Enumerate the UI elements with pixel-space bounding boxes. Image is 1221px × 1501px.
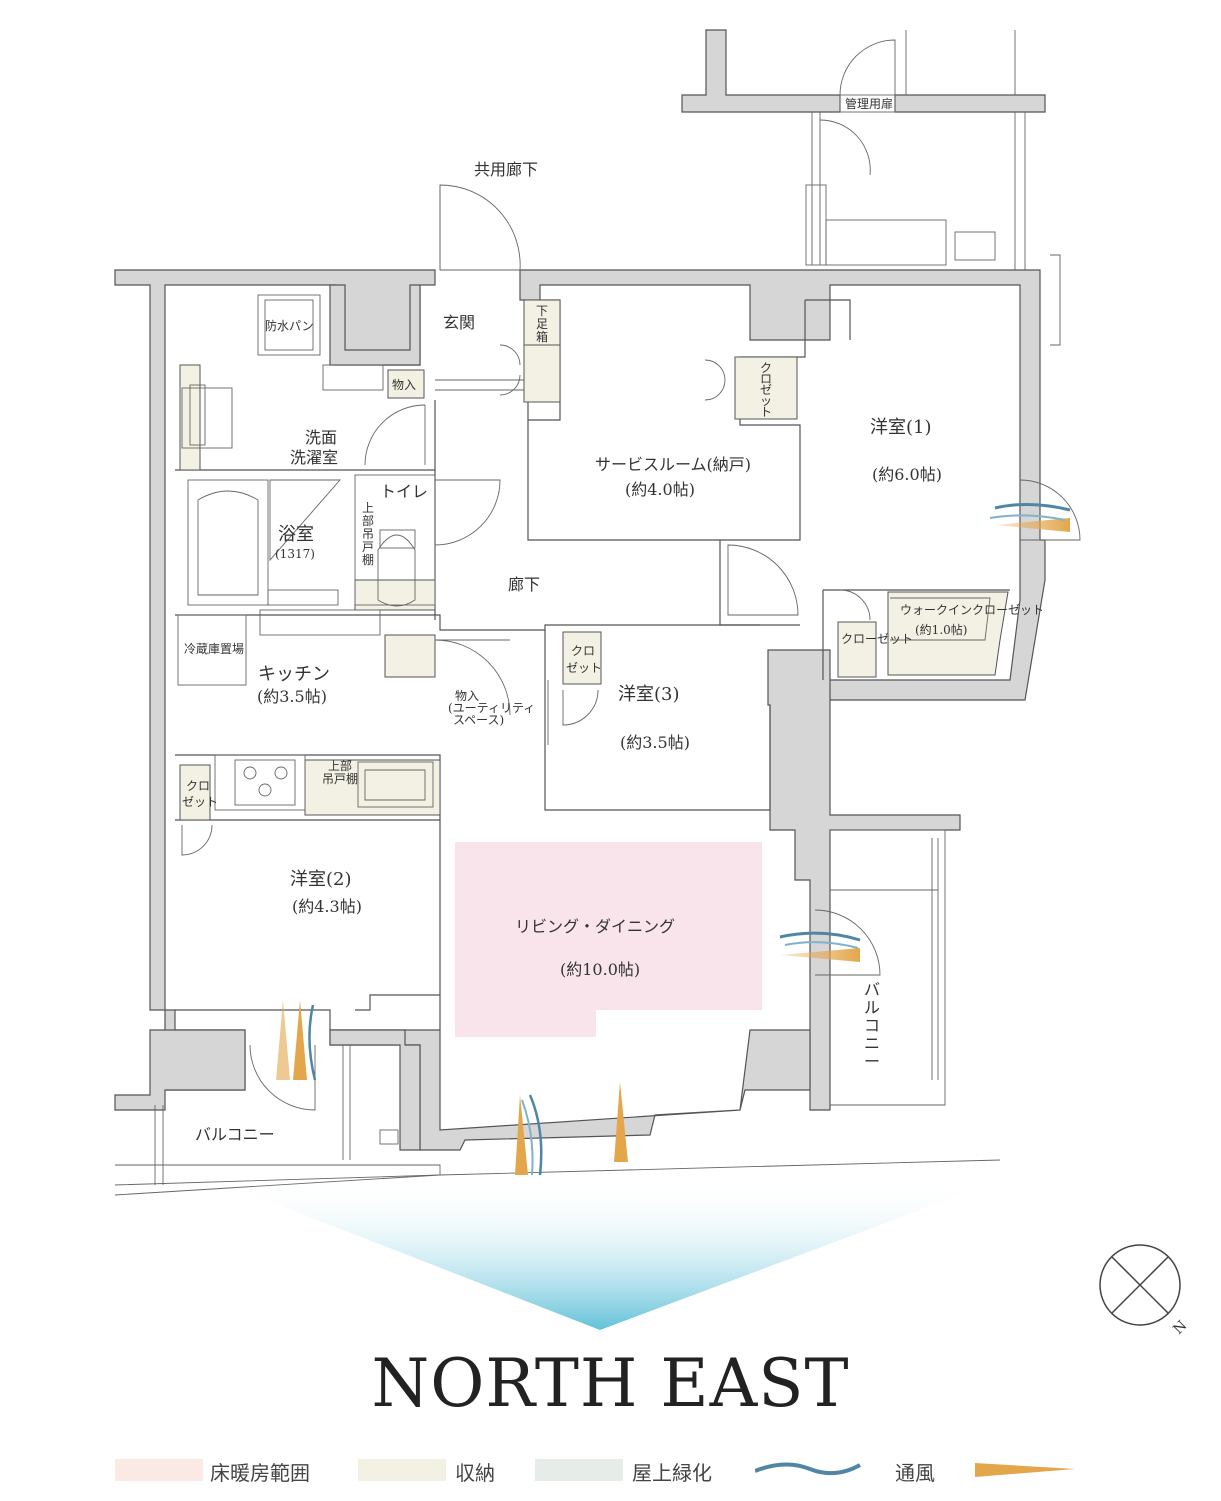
closet-western1-label: クローゼット bbox=[841, 632, 913, 646]
toilet-cabinet-char-1: 上 bbox=[362, 501, 374, 515]
toilet-cabinet-char-3: 吊 bbox=[362, 527, 374, 541]
kitchen-cabinet-label-2: 吊戸棚 bbox=[322, 771, 358, 786]
legend-swatch-storage bbox=[358, 1459, 446, 1481]
legend-wind-arrow-icon bbox=[975, 1463, 1075, 1477]
hallway-label: 廊下 bbox=[508, 575, 540, 594]
toilet-cabinet-char-4: 戸 bbox=[362, 540, 374, 554]
fridge-space-label: 冷蔵庫置場 bbox=[184, 642, 244, 656]
closet-top-char-2: ロ bbox=[760, 372, 772, 386]
exterior-walls bbox=[114, 269, 1046, 1151]
legend: 床暖房範囲 収納 屋上緑化 通風 bbox=[0, 1455, 1221, 1485]
legend-swatch-floor-heating bbox=[115, 1459, 203, 1481]
utility-storage-label: 物入 bbox=[455, 689, 479, 703]
western-room-3-label: 洋室(3) bbox=[618, 684, 680, 705]
closet-western2-line-1: クロ bbox=[186, 779, 210, 793]
compass-north-label: N bbox=[1170, 1318, 1190, 1338]
balcony-side-char-3: コ bbox=[864, 1016, 880, 1035]
washroom-label-2: 洗濯室 bbox=[290, 448, 338, 467]
service-room-area: (約4.0帖) bbox=[625, 480, 695, 499]
closet-western3-line-2: ゼット bbox=[566, 661, 602, 675]
closet-top-char-5: ト bbox=[760, 405, 772, 419]
legend-swatch-rooftop-greening bbox=[535, 1459, 623, 1481]
walk-in-closet-label: ウォークインクローゼット bbox=[900, 603, 1044, 617]
living-dining-area: (約10.0帖) bbox=[560, 960, 640, 979]
legend-label-rooftop-greening: 屋上緑化 bbox=[632, 1461, 712, 1485]
kitchen-label: キッチン bbox=[258, 664, 330, 685]
balcony-side-char-1: バ bbox=[864, 980, 880, 999]
compass: N bbox=[1099, 1244, 1190, 1338]
toilet-cabinet-char-2: 部 bbox=[362, 513, 374, 528]
storage-units bbox=[179, 299, 1009, 821]
balcony-side-char-2: ル bbox=[864, 998, 880, 1017]
balcony-side-char-5: ー bbox=[864, 1052, 880, 1071]
kitchen-cabinet-label-1: 上部 bbox=[328, 758, 352, 773]
shoe-box-char-3: 箱 bbox=[536, 329, 548, 344]
legend-wind-icon bbox=[755, 1462, 861, 1476]
closet-top-char-1: ク bbox=[760, 361, 772, 375]
bathroom-label: 浴室 bbox=[278, 524, 314, 545]
storage-washroom-label: 物入 bbox=[392, 378, 416, 392]
western-room-2-area: (約4.3帖) bbox=[292, 897, 362, 916]
doors bbox=[181, 184, 1081, 1111]
floor-heating-area bbox=[455, 842, 762, 1037]
management-room-label: 管理用扉 bbox=[845, 96, 893, 111]
western-room-1-label: 洋室(1) bbox=[870, 417, 932, 438]
western-room-2-label: 洋室(2) bbox=[290, 869, 352, 890]
shoe-box-char-2: 足 bbox=[536, 317, 548, 331]
living-dining-label: リビング・ダイニング bbox=[515, 917, 675, 936]
fixtures bbox=[177, 294, 991, 811]
service-room-label: サービスルーム(納戸) bbox=[595, 455, 751, 474]
toilet-label: トイレ bbox=[380, 482, 428, 501]
balcony-side-char-4: ニ bbox=[864, 1034, 880, 1053]
utility-storage-note-2: スペース) bbox=[453, 713, 504, 727]
room-labels: 共用廊下 管理用扉 玄関 下 足 箱 サービスルーム(納戸) (約4.0帖) ク… bbox=[182, 96, 1044, 1144]
orientation-title: NORTH EAST bbox=[371, 1345, 850, 1422]
western-room-3-area: (約3.5帖) bbox=[620, 733, 690, 752]
waterproof-pan-label: 防水パン bbox=[265, 318, 314, 333]
legend-label-ventilation: 通風 bbox=[895, 1461, 935, 1485]
common-corridor-label: 共用廊下 bbox=[474, 160, 538, 179]
neighbor-structure bbox=[681, 29, 1061, 346]
entrance-label: 玄関 bbox=[443, 313, 475, 332]
legend-label-floor-heating: 床暖房範囲 bbox=[210, 1461, 310, 1485]
toilet-cabinet-char-5: 棚 bbox=[362, 552, 374, 567]
shoe-box-char-1: 下 bbox=[536, 304, 548, 318]
orientation-gradient bbox=[215, 1180, 1000, 1330]
balcony-bottom-label: バルコニー bbox=[195, 1125, 275, 1144]
ventilation-marks bbox=[276, 502, 1071, 1176]
balcony-rails bbox=[114, 829, 1001, 1196]
utility-storage-note-1: (ユーティリティ bbox=[448, 701, 535, 715]
closet-western3-line-1: クロ bbox=[571, 644, 595, 658]
closet-top-char-3: ゼ bbox=[760, 383, 772, 397]
closet-western2-line-2: ゼット bbox=[182, 795, 218, 809]
western-room-1-area: (約6.0帖) bbox=[872, 465, 942, 484]
washroom-label-1: 洗面 bbox=[305, 428, 337, 447]
legend-label-storage: 収納 bbox=[455, 1461, 495, 1485]
kitchen-area: (約3.5帖) bbox=[257, 687, 327, 706]
walk-in-closet-area: (約1.0帖) bbox=[915, 622, 967, 637]
bathroom-size: (1317) bbox=[275, 547, 315, 561]
closet-top-char-4: ッ bbox=[760, 394, 772, 408]
